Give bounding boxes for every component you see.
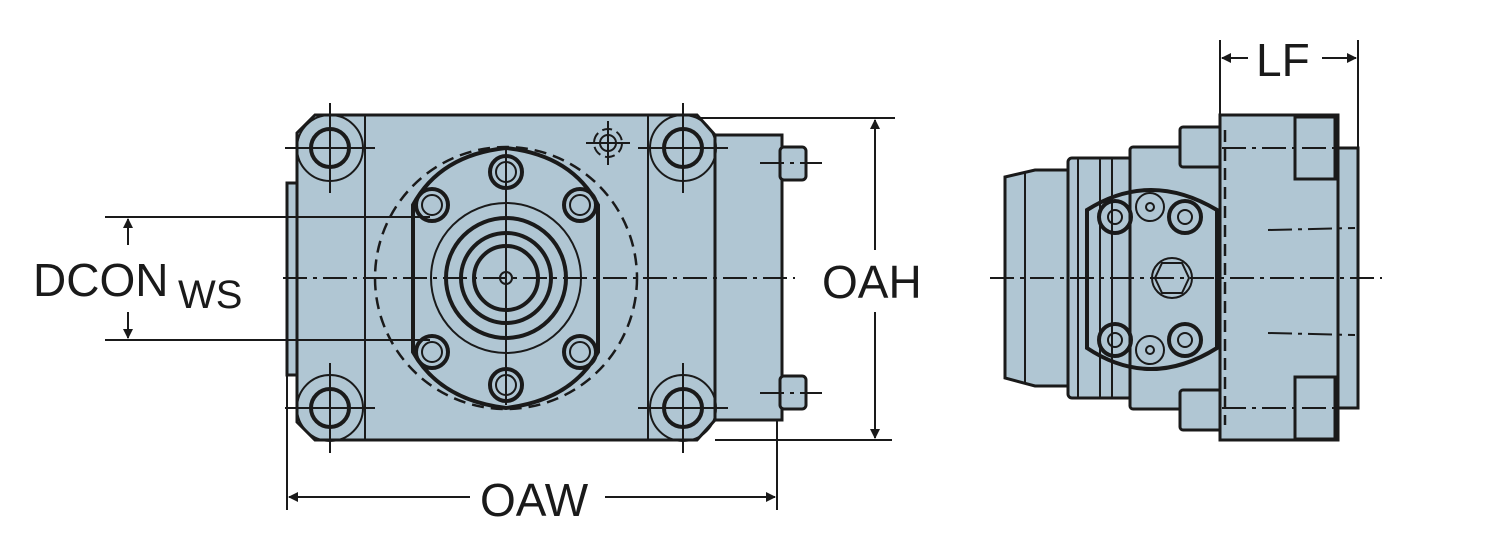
oaw-label: OAW (480, 474, 589, 526)
coolant-symbol (586, 121, 630, 165)
dcon-dimension: DCON WS (33, 216, 430, 341)
oah-label: OAH (822, 256, 922, 308)
dcon-subscript-label: WS (178, 273, 242, 317)
oaw-dimension: OAW (286, 375, 778, 526)
dcon-label: DCON (33, 254, 168, 306)
side-screws (1097, 192, 1203, 365)
corner-holes (285, 103, 728, 453)
oah-dimension: OAH (700, 117, 922, 441)
clamp-plate (1085, 188, 1219, 371)
front-view (283, 103, 822, 453)
lf-dimension: LF (1219, 34, 1359, 148)
side-view (990, 113, 1382, 442)
lf-label: LF (1256, 34, 1310, 86)
